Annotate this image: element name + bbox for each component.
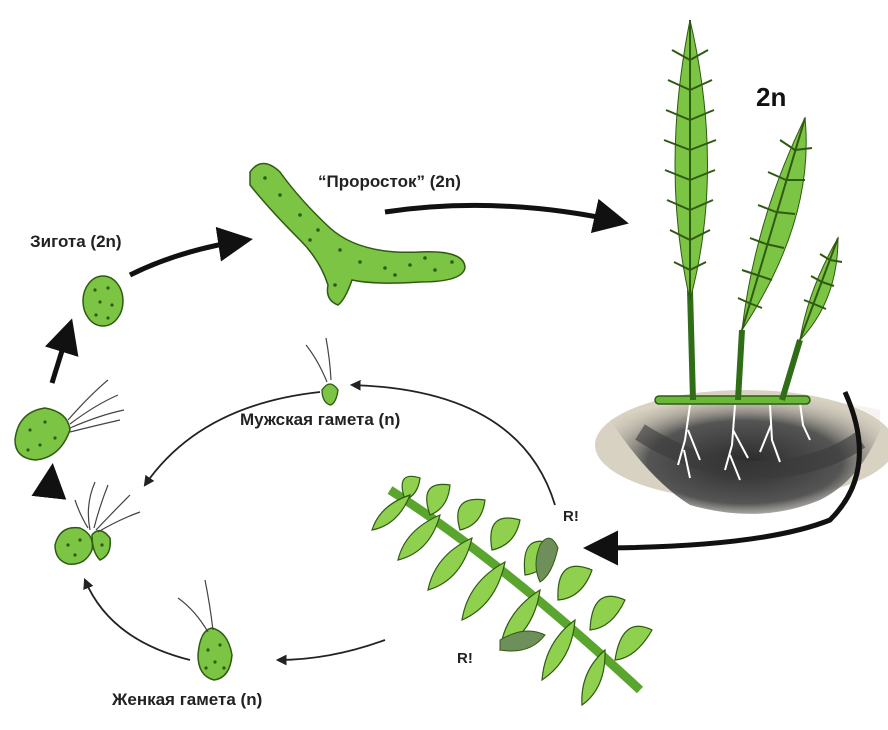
arrow-sprout-to-plant (384, 198, 629, 234)
arrow-fusion-to-zygote (44, 318, 79, 384)
arrow-zygote-to-sprout (128, 226, 253, 278)
label-meiosis-top: R! (563, 508, 579, 525)
sporophyte-plant (654, 19, 843, 405)
arrow-plant-to-frond (583, 390, 862, 566)
zygote-cell (82, 275, 124, 327)
arrow-frond-to-female (275, 639, 386, 666)
label-male-gamete: Мужская гамета (n) (240, 410, 401, 429)
arrow-female-to-fusing (83, 578, 191, 661)
female-gamete-cell (177, 579, 233, 681)
cycle-arrows-bold (31, 198, 862, 566)
cycle-arrows-thin (83, 379, 556, 666)
male-gamete-cell (305, 337, 339, 406)
label-sporophyte-ploidy: 2n (756, 82, 787, 112)
fertile-frond (371, 475, 653, 707)
arrow-male-to-fusing (143, 391, 321, 487)
label-zygote: Зигота (2n) (30, 232, 122, 251)
fusion-cell (14, 379, 125, 461)
label-meiosis-bottom: R! (457, 650, 473, 667)
arrow-frond-to-male (349, 379, 556, 506)
label-female-gamete: Женкая гамета (n) (112, 690, 263, 709)
fusing-gametes (54, 481, 141, 565)
sprout-cell (249, 162, 466, 306)
label-sprout: “Проросток” (2n) (318, 172, 461, 191)
arrow-fusing-to-fusion (31, 463, 67, 500)
soil (595, 390, 888, 514)
roots (677, 402, 811, 481)
